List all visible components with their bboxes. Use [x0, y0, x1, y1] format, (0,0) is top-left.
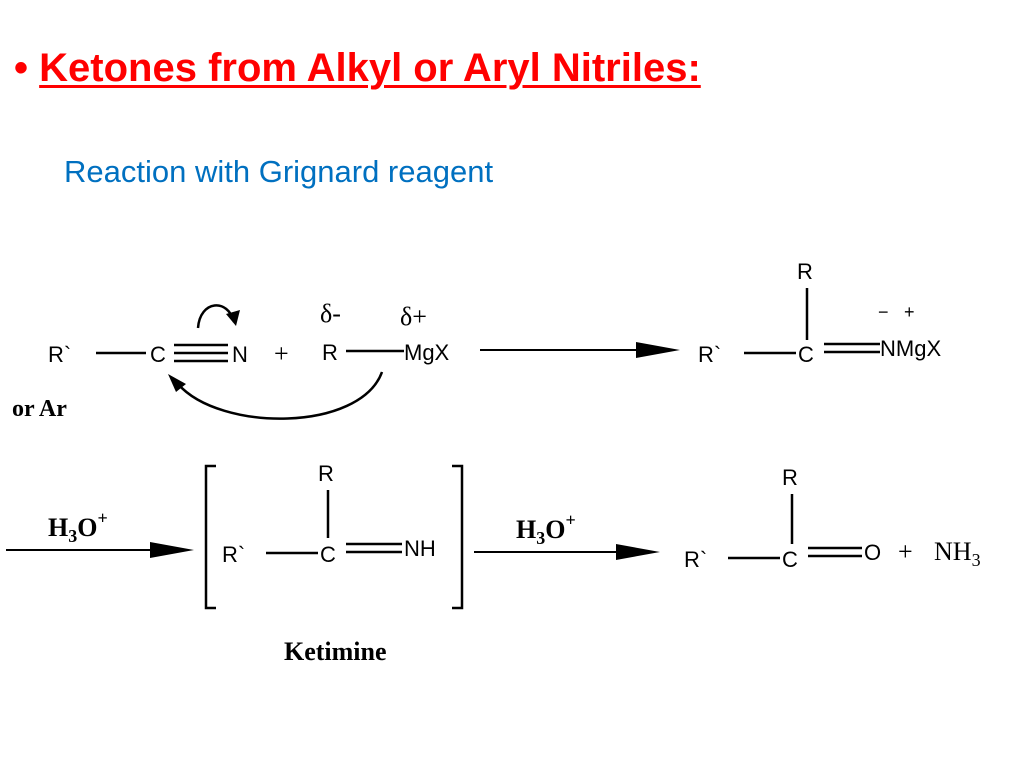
right-bracket: [452, 464, 464, 610]
product1-charge-plus: +: [904, 302, 915, 322]
reaction-arrow-2-head: [150, 542, 194, 558]
triple-bond: [174, 343, 228, 363]
electron-arrow-bottom: [177, 371, 384, 420]
ketone-double-bond: [808, 546, 862, 558]
title-text: Ketones from Alkyl or Aryl Nitriles:: [39, 46, 701, 90]
grignard-mgx-label: MgX: [404, 340, 450, 365]
ketimine-double-bond: [346, 542, 402, 554]
grignard-r-label: R: [322, 340, 338, 365]
ketone-c-label: C: [782, 547, 798, 572]
delta-plus-label: δ+: [400, 302, 427, 331]
ketone-o-label: O: [864, 540, 881, 565]
ketimine-r-top: R: [318, 461, 334, 486]
electron-arrow-bottom-head: [168, 374, 186, 392]
ammonia-label: NH3: [934, 537, 981, 570]
ketone-r-left: R`: [684, 547, 707, 572]
left-bracket: [204, 464, 216, 610]
reaction-arrow-3-head: [616, 544, 660, 560]
nitrile-n-label: N: [232, 342, 248, 367]
delta-minus-label: δ-: [320, 299, 341, 328]
product1-nmgx-label: NMgX: [880, 336, 941, 361]
plus-sign-2: +: [898, 537, 913, 566]
ketimine-c-label: C: [320, 542, 336, 567]
electron-arrow-top-head: [226, 310, 240, 326]
product1-r-left: R`: [698, 342, 721, 367]
bullet: •: [14, 46, 29, 90]
ketimine-nh-label: NH: [404, 536, 436, 561]
product1-double-bond: [824, 342, 880, 354]
reaction-arrow-1-head: [636, 342, 680, 358]
ketone-r-top: R: [782, 465, 798, 490]
nitrile-r-label: R`: [48, 342, 71, 367]
or-ar-label: or Ar: [12, 396, 67, 422]
product1-c-label: C: [798, 342, 814, 367]
product1-r-top: R: [797, 259, 813, 284]
plus-sign: +: [274, 339, 289, 368]
slide-title: • Ketones from Alkyl or Aryl Nitriles:: [14, 44, 701, 92]
nitrile-c-label: C: [150, 342, 166, 367]
reagent-h3o-1: H3O+: [48, 508, 108, 546]
ketimine-caption: Ketimine: [284, 637, 387, 666]
ketimine-r-left: R`: [222, 542, 245, 567]
slide-subtitle: Reaction with Grignard reagent: [64, 154, 494, 189]
reagent-h3o-2: H3O+: [516, 510, 576, 548]
product1-charge-minus: −: [878, 302, 889, 322]
